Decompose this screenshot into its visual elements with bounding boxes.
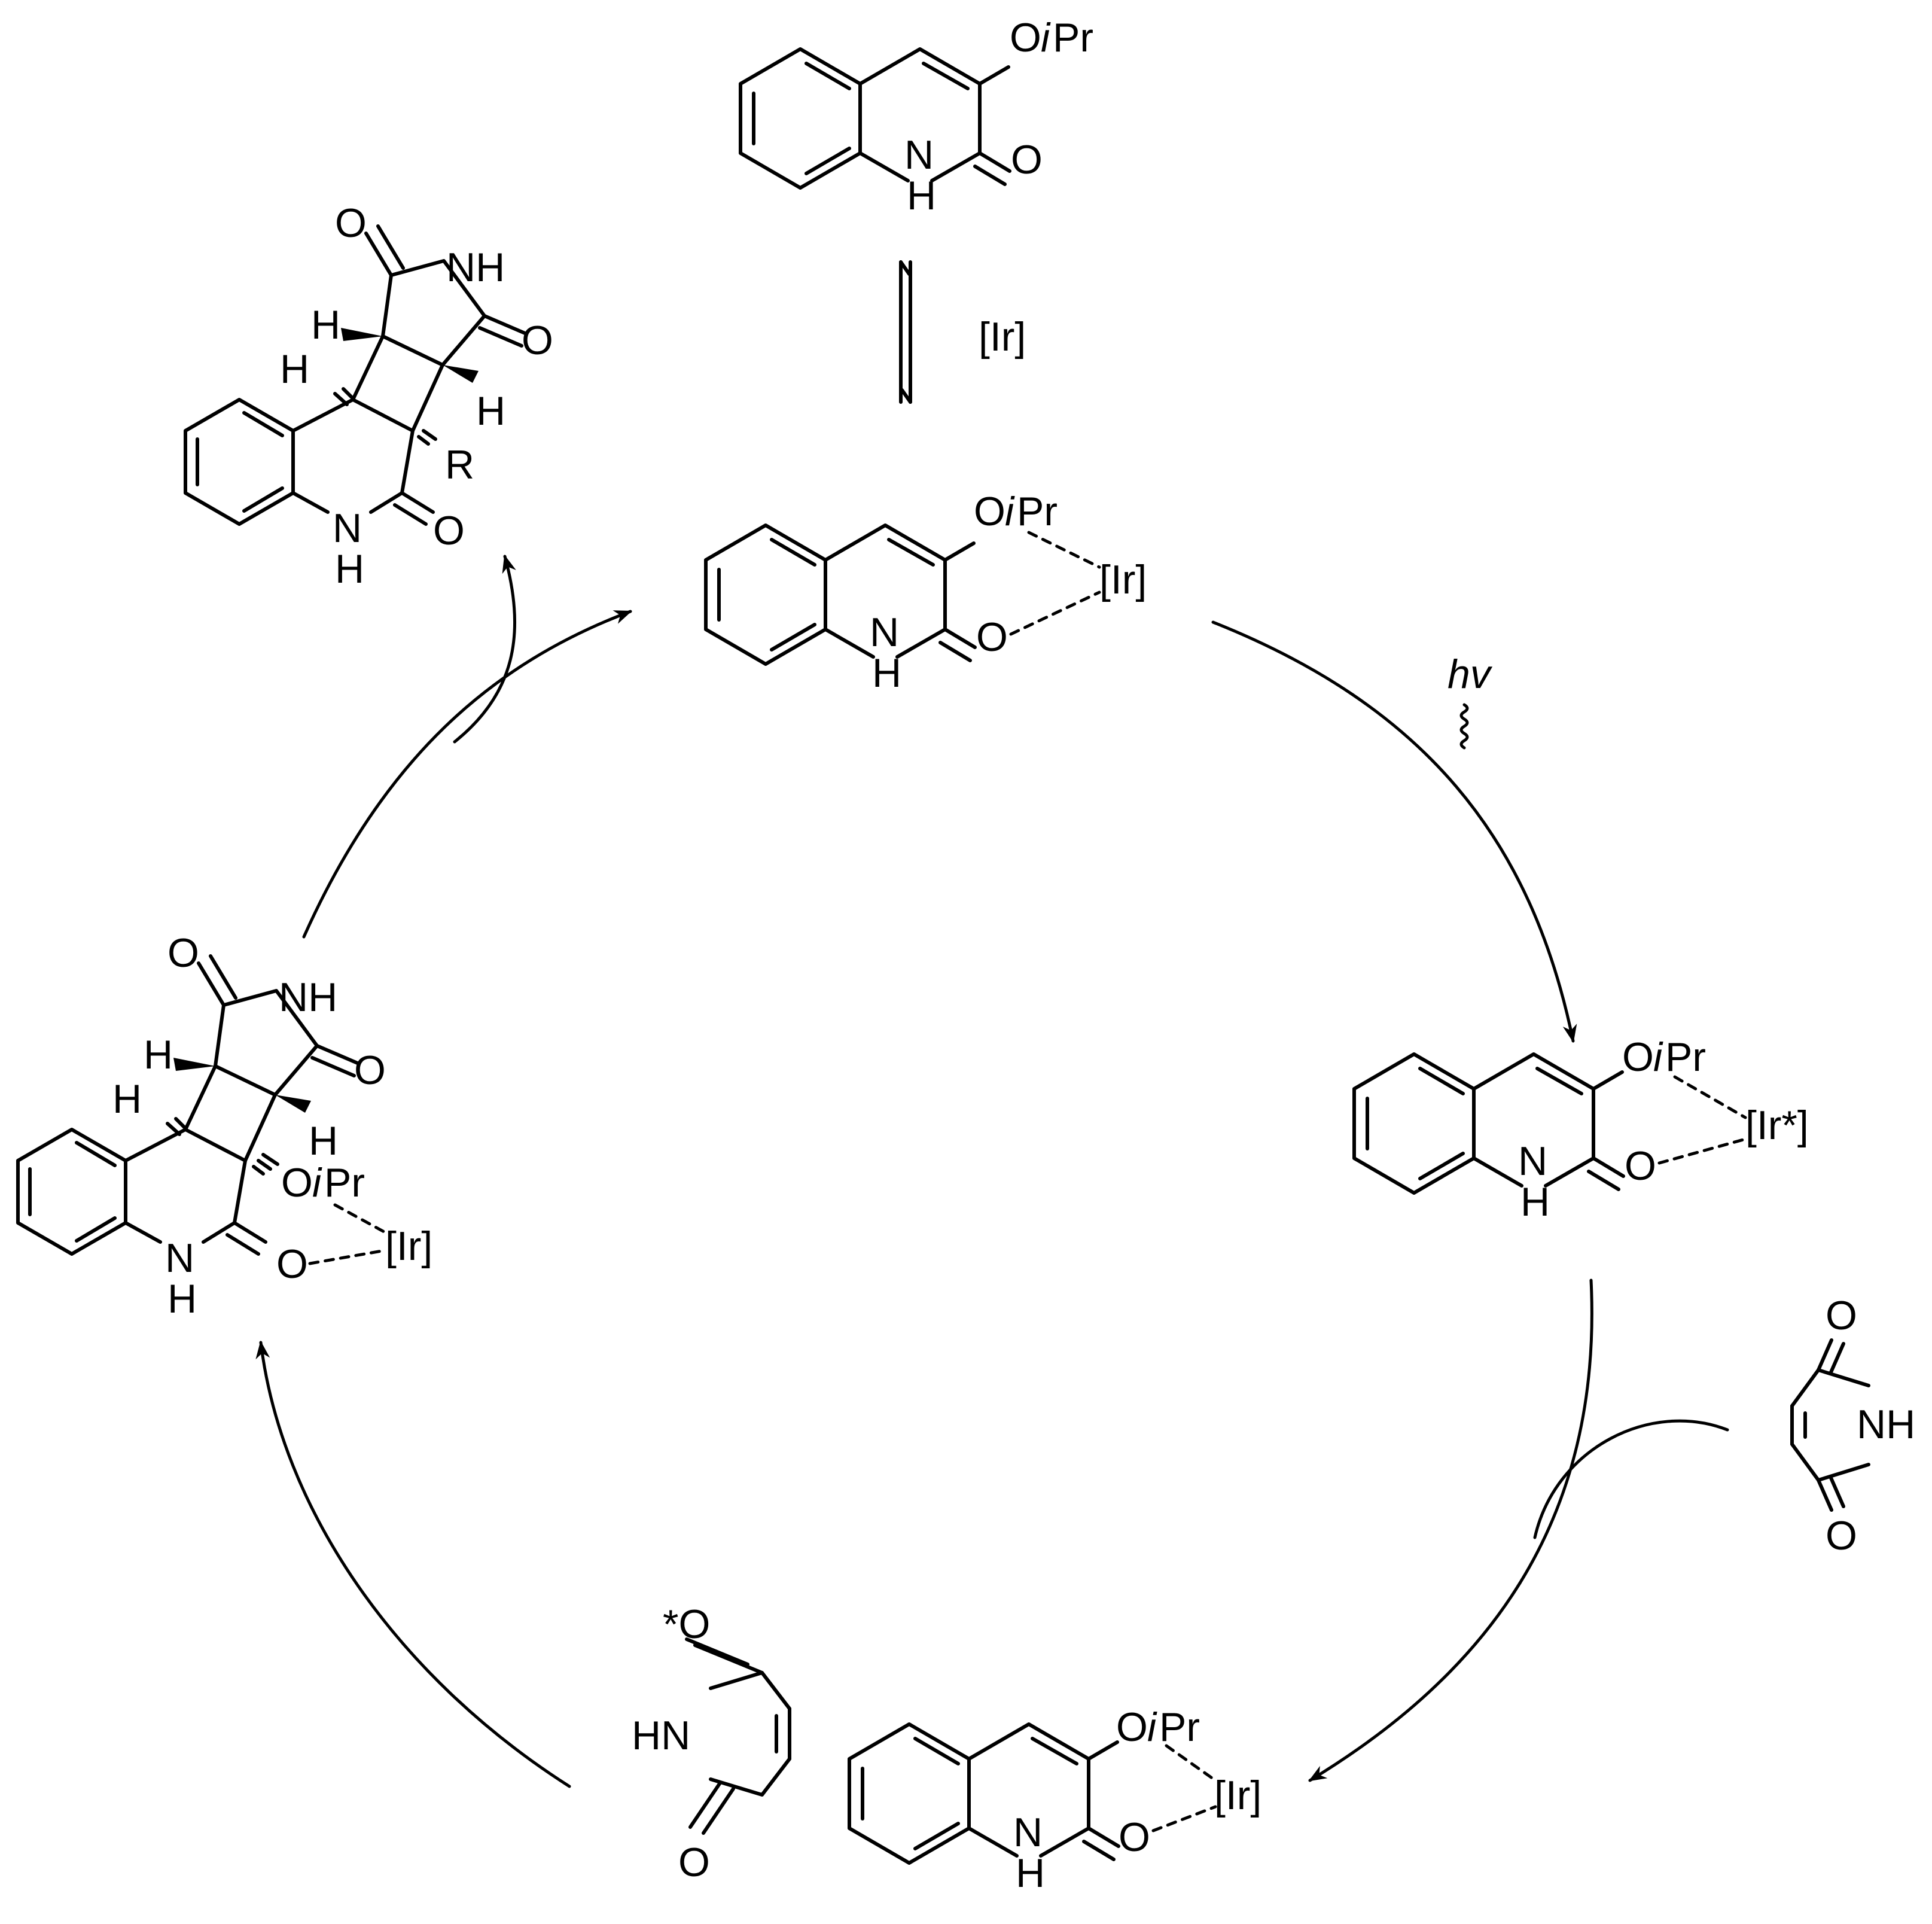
- cycloadduct-product: O NH O H H H R N H O: [184, 200, 553, 592]
- atom-o-carbonyl: O: [1625, 1143, 1656, 1189]
- maleimide-excited: *O HN O: [632, 1602, 791, 1885]
- atom-r: R: [445, 442, 474, 488]
- atom-nh: NH: [1857, 1402, 1915, 1447]
- atom-nh: NH: [446, 245, 505, 290]
- quinolone-free: O i Pr N H O: [741, 15, 1093, 218]
- atom-h-left: H: [311, 302, 340, 348]
- atom-o-imide-right: O: [522, 318, 553, 363]
- atom-h-right: H: [309, 1118, 338, 1164]
- hv-wavy-line: [1459, 703, 1469, 750]
- label-ir-equilibrium: [Ir]: [979, 314, 1026, 360]
- atom-n: N: [870, 610, 899, 655]
- atom-o-ipr-pr: Pr: [1017, 489, 1058, 534]
- atom-o-ipr-i: i: [1041, 15, 1051, 60]
- atom-h: H: [1016, 1850, 1045, 1896]
- atom-n: N: [1013, 1810, 1043, 1855]
- atom-o-ipr-pr: Pr: [1665, 1034, 1706, 1080]
- atom-o-ipr-pr: Pr: [324, 1160, 365, 1205]
- atom-o-ipr-o: O: [1622, 1034, 1654, 1080]
- atom-h-n: H: [167, 1276, 197, 1322]
- arrow-excitation: [1211, 620, 1577, 1043]
- atom-o-ipr-i: i: [1005, 489, 1015, 534]
- quinolone-ir-excited-complex: O i Pr N H O [Ir*]: [1354, 1034, 1809, 1225]
- maleimide: O NH O: [1790, 1293, 1915, 1558]
- quinolone-ir-complex: O i Pr N H O [Ir]: [706, 489, 1147, 696]
- atom-nh: NH: [279, 975, 337, 1020]
- arrow-to-left-intermediate: [255, 1341, 571, 1788]
- atom-o-bottom: O: [678, 1840, 710, 1885]
- atom-o-lactam: O: [276, 1241, 308, 1287]
- atom-o-ipr-o: O: [1116, 1704, 1148, 1750]
- atom-h-left: H: [144, 1032, 173, 1077]
- atom-h: H: [1520, 1179, 1550, 1225]
- atom-o-imide-top: O: [335, 200, 367, 246]
- atom-n: N: [165, 1235, 194, 1281]
- quinolone-ir-complex-bottom: O i Pr N H O [Ir]: [849, 1704, 1261, 1896]
- atom-o-imide-top: O: [167, 930, 199, 976]
- label-ir: [Ir]: [1214, 1773, 1261, 1818]
- label-ir: [Ir]: [385, 1223, 432, 1269]
- arrow-maleimide-entry: [1533, 1419, 1729, 1539]
- atom-o-bottom: O: [1826, 1513, 1857, 1558]
- arrow-to-bottom: [1308, 1278, 1593, 1782]
- arrow-product-release: [453, 555, 517, 744]
- atom-h-upper: H: [112, 1076, 142, 1122]
- atom-o-carbonyl: O: [976, 614, 1008, 660]
- atom-o-imide-right: O: [354, 1048, 386, 1093]
- atom-o-ipr-o: O: [1010, 15, 1041, 60]
- atom-h-n: H: [335, 546, 364, 592]
- atom-o-ipr-pr: Pr: [1159, 1704, 1200, 1750]
- atom-o-ipr-i: i: [1147, 1704, 1157, 1750]
- atom-o-lactam: O: [433, 508, 465, 553]
- atom-o-ipr-o: O: [281, 1160, 313, 1205]
- label-ir-star: [Ir*]: [1745, 1103, 1809, 1148]
- atom-n: N: [904, 132, 934, 178]
- equilibrium-arrows: [899, 260, 912, 404]
- atom-h: H: [872, 650, 901, 696]
- atom-n: N: [1518, 1138, 1547, 1184]
- label-ir: [Ir]: [1099, 557, 1147, 602]
- atom-h: H: [907, 173, 936, 218]
- atom-o-top: O: [1826, 1293, 1857, 1338]
- atom-h-right: H: [476, 388, 505, 434]
- atom-o-carbonyl: O: [1011, 137, 1043, 182]
- atom-o-ipr-i: i: [312, 1160, 322, 1205]
- atom-o-ipr-o: O: [974, 489, 1005, 534]
- atom-n: N: [333, 506, 362, 551]
- atom-o-star: *O: [663, 1602, 710, 1647]
- atom-o-ipr-pr: Pr: [1053, 15, 1093, 60]
- arrow-return-to-complex: [302, 610, 632, 939]
- cycloadduct-ir-intermediate: O NH O H H H O i Pr [Ir] N H O: [16, 930, 432, 1322]
- atom-o-carbonyl: O: [1119, 1815, 1150, 1860]
- atom-o-ipr-i: i: [1653, 1034, 1663, 1080]
- label-hv: hv: [1448, 652, 1493, 697]
- atom-hn: HN: [632, 1713, 690, 1758]
- atom-h-upper: H: [280, 346, 309, 392]
